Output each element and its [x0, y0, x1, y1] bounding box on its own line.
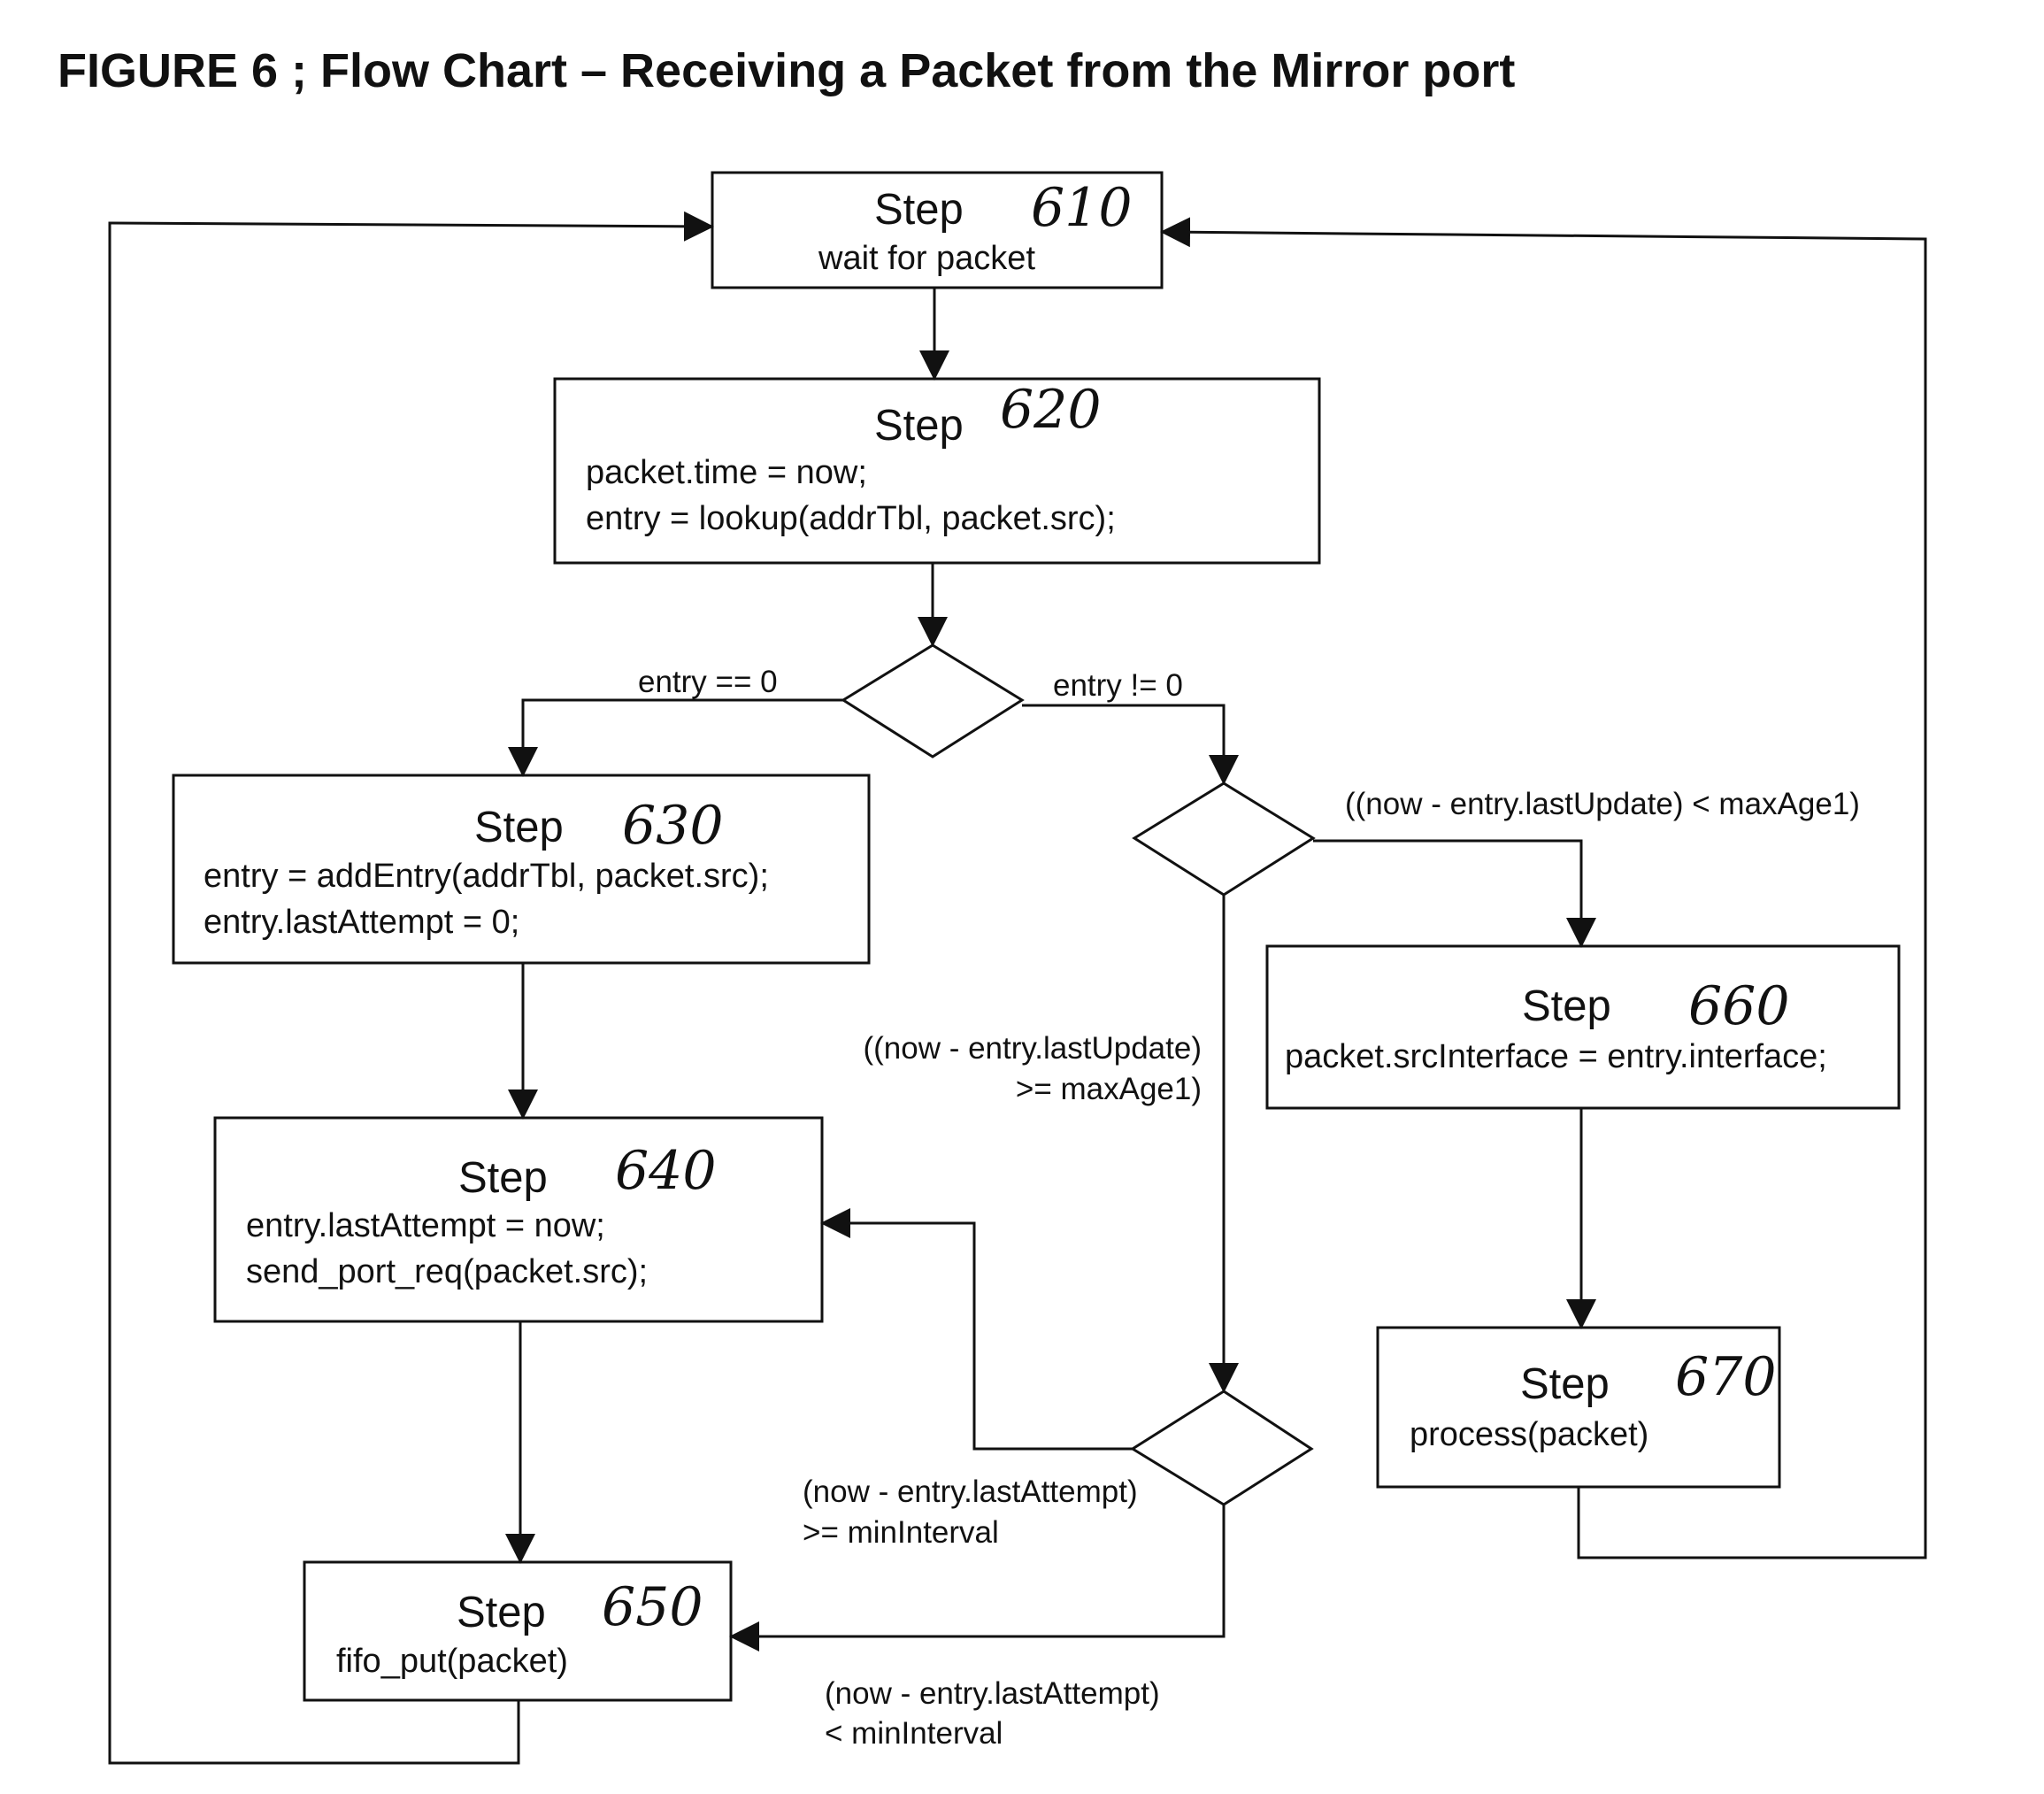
- connector-decision-to-age: [1022, 704, 1239, 785]
- condition-age-ge-line-1: ((now - entry.lastUpdate): [863, 1031, 1202, 1066]
- step-660-line-1: packet.srcInterface = entry.interface;: [1285, 1038, 1827, 1075]
- step-670-line-1: process(packet): [1410, 1416, 1648, 1453]
- connector-attempt-to-650: [729, 1505, 1226, 1652]
- step-610-box: Step 610 wait for packet: [711, 171, 1164, 289]
- condition-age-ge-line-2: >= maxAge1): [1016, 1072, 1202, 1106]
- step-650-box: Step 650 fifo_put(packet): [303, 1560, 733, 1702]
- step-640-line-1: entry.lastAttempt = now;: [246, 1207, 605, 1244]
- step-610-number: 610: [1031, 177, 1133, 239]
- step-620-number: 620: [1000, 379, 1102, 441]
- connector-attempt-to-640: [820, 1208, 1133, 1451]
- decision-age-diamond: [1132, 782, 1316, 897]
- step-670-box: Step 670 process(packet): [1376, 1326, 1781, 1489]
- connector-650-loop-to-610: [108, 211, 714, 1765]
- connector-670-loop-to-610: [1160, 217, 1927, 1559]
- step-640-box: Step 640 entry.lastAttempt = now; send_p…: [213, 1116, 824, 1323]
- step-660-label: Step: [1522, 982, 1611, 1030]
- condition-age-lt: ((now - entry.lastUpdate) < maxAge1): [1345, 787, 1860, 821]
- step-670-label: Step: [1520, 1360, 1610, 1408]
- decision-attempt-diamond: [1130, 1390, 1314, 1506]
- condition-attempt-ge-line-2: >= minInterval: [803, 1515, 999, 1550]
- step-620-label: Step: [874, 402, 964, 450]
- step-660-box: Step 660 packet.srcInterface = entry.int…: [1265, 944, 1901, 1110]
- step-630-line-2: entry.lastAttempt = 0;: [204, 904, 519, 941]
- step-640-label: Step: [458, 1154, 548, 1202]
- figure-title: FIGURE 6 ; Flow Chart – Receiving a Pack…: [58, 44, 1515, 97]
- condition-entry-zero: entry == 0: [638, 665, 778, 699]
- step-630-line-1: entry = addEntry(addrTbl, packet.src);: [204, 858, 769, 895]
- condition-attempt-ge-line-1: (now - entry.lastAttempt): [803, 1474, 1138, 1509]
- step-620-box: Step 620 packet.time = now; entry = look…: [553, 377, 1321, 565]
- step-620-line-1: packet.time = now;: [586, 454, 867, 491]
- step-650-number: 650: [602, 1576, 703, 1638]
- step-610-line-1: wait for packet: [818, 240, 1035, 277]
- step-650-line-1: fifo_put(packet): [336, 1643, 568, 1680]
- step-620-line-2: entry = lookup(addrTbl, packet.src);: [586, 500, 1116, 537]
- step-670-number: 670: [1675, 1346, 1777, 1408]
- step-610-label: Step: [874, 186, 964, 234]
- step-640-number: 640: [615, 1140, 717, 1202]
- step-630-number: 630: [622, 795, 724, 857]
- condition-entry-nonzero: entry != 0: [1053, 668, 1183, 703]
- step-640-line-2: send_port_req(packet.src);: [246, 1253, 648, 1290]
- step-630-box: Step 630 entry = addEntry(addrTbl, packe…: [172, 774, 871, 965]
- condition-attempt-lt-line-2: < minInterval: [825, 1716, 1003, 1751]
- decision-entry-diamond: [841, 643, 1025, 758]
- step-630-label: Step: [474, 804, 564, 851]
- condition-attempt-lt-line-1: (now - entry.lastAttempt): [825, 1676, 1160, 1711]
- step-650-label: Step: [457, 1589, 546, 1636]
- step-660-number: 660: [1688, 975, 1790, 1037]
- connector-decision-to-630: [508, 698, 843, 777]
- connector-age-to-660: [1313, 839, 1596, 948]
